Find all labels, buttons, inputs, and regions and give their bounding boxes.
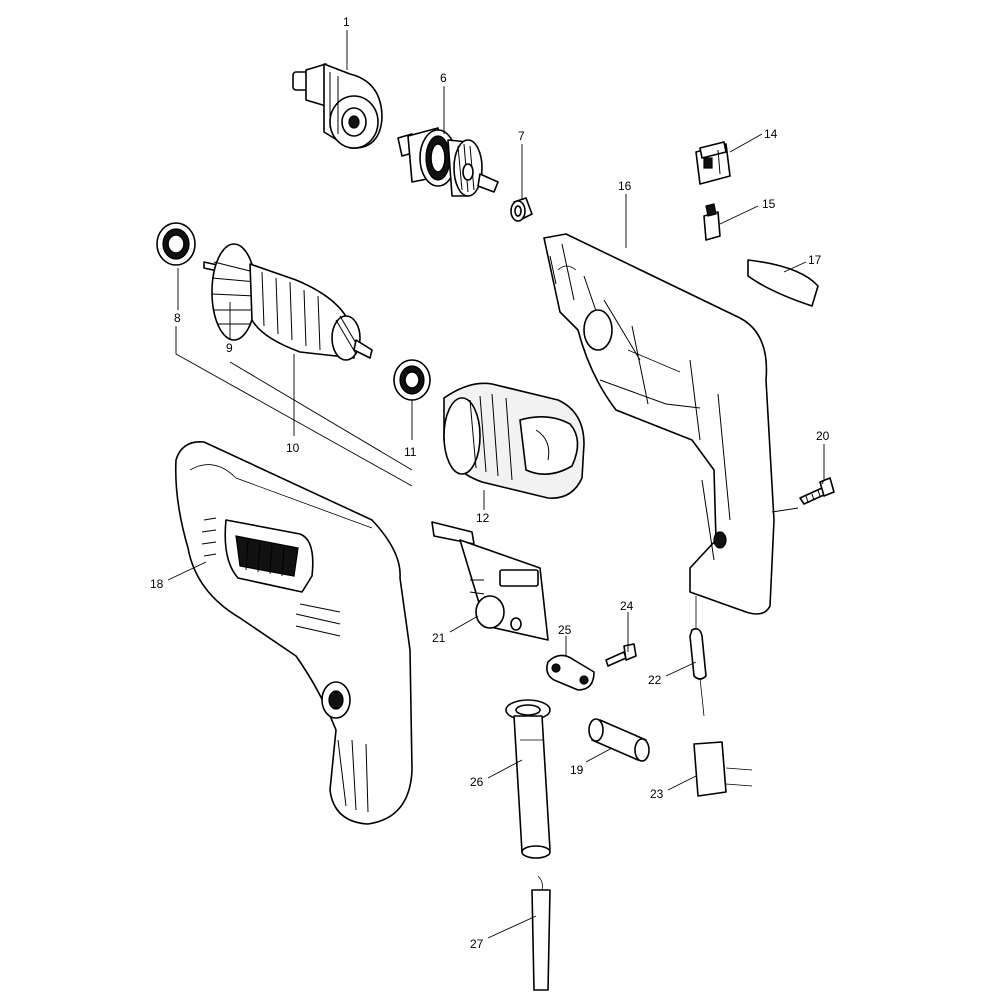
callout-11: 11 bbox=[404, 445, 417, 459]
part-11-ball-bearing bbox=[393, 359, 431, 401]
part-1-drill-chuck bbox=[292, 63, 383, 149]
part-23-capacitor bbox=[693, 741, 753, 797]
leader-lines bbox=[167, 30, 825, 939]
part-20-tapping-screw bbox=[799, 477, 835, 505]
callout-27: 27 bbox=[470, 937, 484, 951]
callout-26: 26 bbox=[470, 775, 484, 789]
callout-6: 6 bbox=[440, 71, 447, 85]
part-21-switch bbox=[431, 521, 549, 641]
callout-12: 12 bbox=[476, 511, 490, 525]
callout-18: 18 bbox=[150, 577, 164, 591]
callout-21: 21 bbox=[432, 631, 446, 645]
part-27-cord bbox=[531, 875, 551, 991]
callout-8: 8 bbox=[174, 311, 181, 325]
callout-1: 1 bbox=[343, 15, 350, 29]
callout-20: 20 bbox=[816, 429, 830, 443]
part-16-housing-half bbox=[543, 233, 775, 615]
part-12-field-stator bbox=[443, 382, 585, 499]
callout-15: 15 bbox=[762, 197, 776, 211]
callout-19: 19 bbox=[570, 763, 584, 777]
callout-14: 14 bbox=[764, 127, 778, 141]
callout-25: 25 bbox=[558, 623, 572, 637]
callout-22: 22 bbox=[648, 673, 662, 687]
part-26-strain-relief bbox=[505, 699, 551, 859]
callout-labels: 1 6 7 8 9 10 11 12 14 15 16 17 18 19 20 … bbox=[150, 15, 830, 951]
part-6-spindle-gear bbox=[397, 127, 499, 197]
part-18-housing-outer bbox=[174, 441, 413, 825]
part-14-brush-holder bbox=[695, 141, 731, 185]
callout-7: 7 bbox=[518, 129, 525, 143]
part-17-name-plate bbox=[747, 259, 819, 307]
part-10-armature bbox=[203, 243, 373, 361]
part-25-cord-clamp bbox=[546, 654, 595, 691]
callout-24: 24 bbox=[620, 599, 634, 613]
callout-9: 9 bbox=[226, 341, 233, 355]
part-7-bushing bbox=[510, 197, 533, 222]
part-19-capacitor-tube bbox=[588, 718, 650, 762]
callout-17: 17 bbox=[808, 253, 822, 267]
part-24-tapping-screw bbox=[605, 643, 637, 667]
part-8-ball-bearing bbox=[156, 222, 196, 266]
part-22-noise-suppressor bbox=[689, 596, 707, 717]
callout-10: 10 bbox=[286, 441, 300, 455]
callout-23: 23 bbox=[650, 787, 664, 801]
part-15-carbon-brush bbox=[703, 203, 721, 241]
callout-16: 16 bbox=[618, 179, 632, 193]
